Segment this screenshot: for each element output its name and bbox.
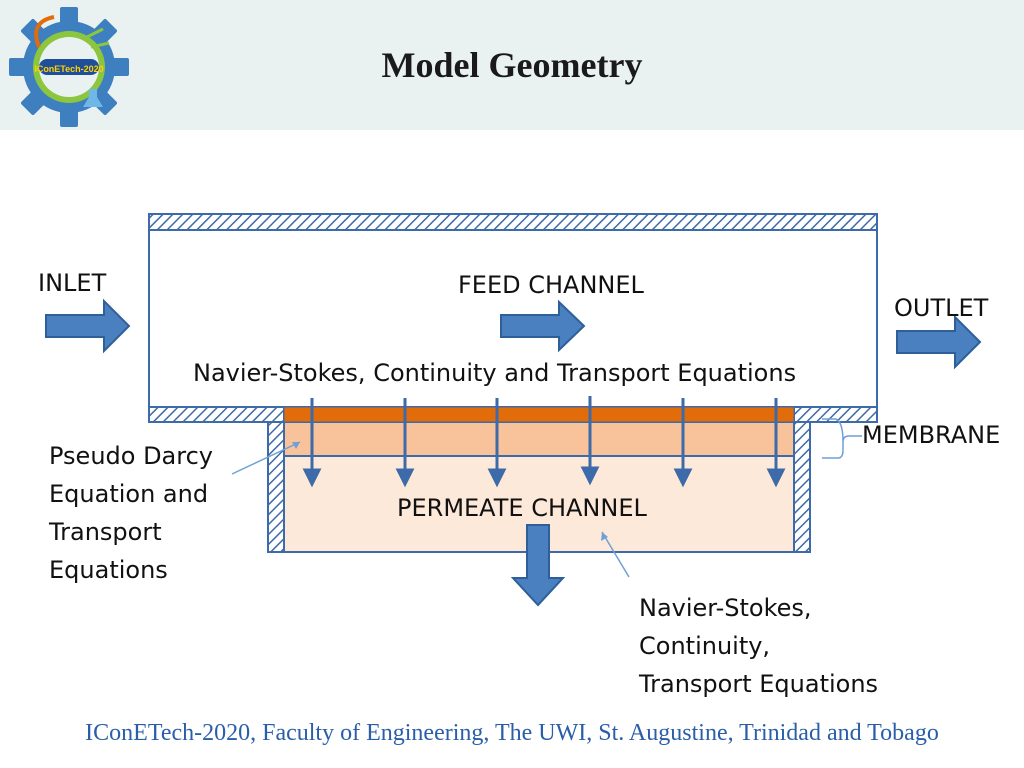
membrane-label: MEMBRANE bbox=[862, 421, 1001, 449]
membrane-pointer-line bbox=[231, 441, 301, 475]
permeate-left-wall bbox=[267, 421, 285, 553]
inlet-arrow bbox=[45, 298, 131, 354]
permeate-right-wall bbox=[793, 421, 811, 553]
page-title: Model Geometry bbox=[381, 45, 643, 85]
permeate-channel-label: PERMEATE CHANNEL bbox=[397, 494, 647, 522]
feed-top-wall bbox=[148, 213, 878, 231]
outlet-label: OUTLET bbox=[894, 294, 989, 322]
header-bar bbox=[0, 0, 1024, 130]
feed-flow-arrow bbox=[500, 299, 586, 353]
iconetech-logo: IConETech-2020 bbox=[9, 7, 129, 127]
feed-equations-label: Navier-Stokes, Continuity and Transport … bbox=[193, 359, 797, 387]
membrane-equations-label: Pseudo Darcy Equation and Transport Equa… bbox=[49, 442, 214, 584]
inlet-label: INLET bbox=[38, 269, 107, 297]
membrane-body bbox=[283, 421, 795, 457]
permeate-pointer-line bbox=[601, 531, 630, 578]
membrane-bracket bbox=[822, 418, 862, 459]
footer-text: IConETech-2020, Faculty of Engineering, … bbox=[85, 720, 939, 746]
outlet-arrow bbox=[896, 314, 982, 370]
membrane-top-layer bbox=[283, 406, 795, 423]
feed-channel-label: FEED CHANNEL bbox=[458, 271, 644, 299]
permeate-equations-label: Navier-Stokes, Continuity, Transport Equ… bbox=[639, 594, 879, 698]
permeate-outlet-arrow bbox=[510, 524, 566, 607]
permeate-channel-body bbox=[283, 455, 795, 553]
logo-text: IConETech-2020 bbox=[34, 64, 103, 74]
feed-bottom-wall-left bbox=[148, 406, 285, 423]
